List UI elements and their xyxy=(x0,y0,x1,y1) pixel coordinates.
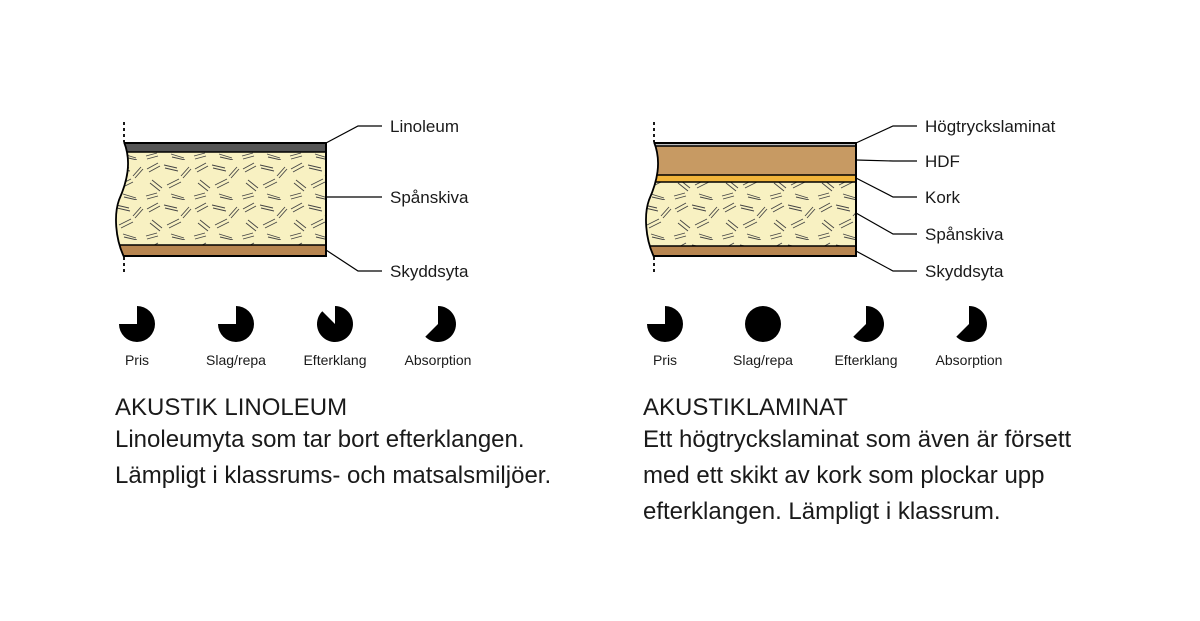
rating-pie-slag-repa xyxy=(745,306,781,342)
description-line: efterklangen. Lämpligt i klassrum. xyxy=(643,498,1001,525)
rating-label-slag-repa: Slag/repa xyxy=(733,352,793,368)
cross-section xyxy=(116,142,326,257)
leader-line-skyddsyta xyxy=(325,249,382,272)
section-break-curve xyxy=(115,141,129,258)
layer-label-skyddsyta: Skyddsyta xyxy=(925,262,1004,281)
rating-label-efterklang: Efterklang xyxy=(834,352,897,368)
description-linoleum: Linoleumyta som tar bort efterklangen. L… xyxy=(115,422,551,494)
layer-label-spanskiva: Spånskiva xyxy=(390,188,469,207)
description-akustiklaminat: Ett högtryckslaminat som även är försett… xyxy=(643,422,1071,530)
layer-skyddsyta xyxy=(116,245,326,257)
description-line: Ett högtryckslaminat som även är försett xyxy=(643,426,1072,453)
leader-line-spanskiva xyxy=(855,212,917,235)
panel-title-linoleum: AKUSTIK LINOLEUM xyxy=(115,394,348,421)
rating-pie-efterklang xyxy=(316,306,353,342)
leader-line-skyddsyta xyxy=(855,250,917,272)
rating-label-absorption: Absorption xyxy=(936,352,1003,368)
leader-line-hogtryckslaminat xyxy=(855,125,917,144)
layer-kork xyxy=(646,175,856,182)
section-break-curve xyxy=(645,141,659,258)
layer-spanskiva-texture xyxy=(646,182,856,246)
rating-label-pris: Pris xyxy=(653,352,677,368)
rating-label-absorption: Absorption xyxy=(405,352,472,368)
rating-label-efterklang: Efterklang xyxy=(303,352,366,368)
layer-label-hogtryckslaminat: Högtryckslaminat xyxy=(925,117,1056,136)
leader-line-linoleum xyxy=(325,125,382,144)
description-line: Linoleumyta som tar bort efterklangen. xyxy=(115,426,525,453)
layer-label-kork: Kork xyxy=(925,188,960,207)
rating-pie-slag-repa xyxy=(218,306,254,342)
description-line: Lämpligt i klassrums- och matsalsmiljöer… xyxy=(115,462,552,489)
layer-label-spanskiva: Spånskiva xyxy=(925,225,1004,244)
rating-label-pris: Pris xyxy=(125,352,149,368)
description-line: med ett skikt av kork som plockar upp xyxy=(643,462,1045,489)
rating-pie-absorption xyxy=(956,306,987,342)
leader-line-hdf xyxy=(855,159,917,162)
rating-pie-absorption xyxy=(425,306,456,342)
cross-section xyxy=(646,142,856,257)
panel-title-akustiklaminat: AKUSTIKLAMINAT xyxy=(643,394,848,421)
layer-label-skyddsyta: Skyddsyta xyxy=(390,262,469,281)
layer-linoleum xyxy=(116,142,326,152)
layer-spanskiva-texture xyxy=(116,152,326,245)
leader-line-kork xyxy=(855,177,917,198)
rating-pie-efterklang xyxy=(853,306,884,342)
layer-skyddsyta xyxy=(646,246,856,257)
rating-label-slag-repa: Slag/repa xyxy=(206,352,266,368)
rating-pie-pris xyxy=(647,306,683,342)
layer-label-linoleum: Linoleum xyxy=(390,117,459,136)
rating-pie-pris xyxy=(119,306,155,342)
layer-label-hdf: HDF xyxy=(925,152,960,171)
layer-hdf xyxy=(646,146,856,175)
